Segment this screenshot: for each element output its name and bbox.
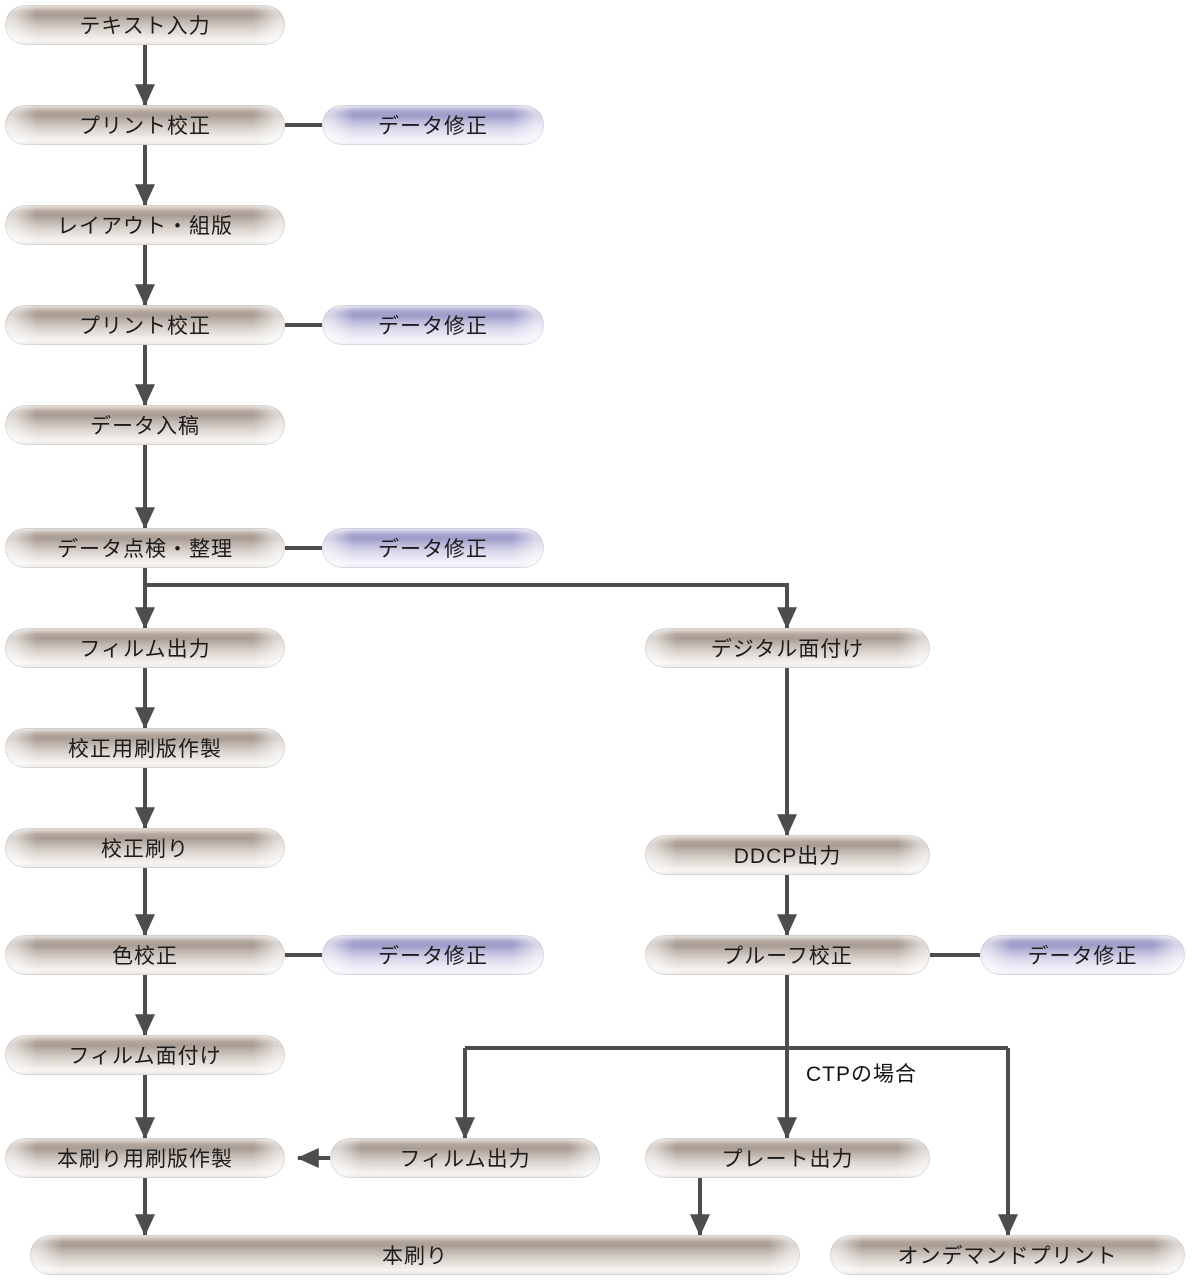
arrow-data-check-to-digital-imposition [145, 583, 797, 630]
node-ddcp-output: DDCP出力 [645, 835, 930, 875]
node-plate-output: プレート出力 [645, 1138, 930, 1178]
node-print-proof-2: プリント校正 [5, 305, 285, 345]
node-digital-imposition: デジタル面付け [645, 628, 930, 668]
branch-line-proof-check [465, 975, 1008, 1050]
node-text-input: テキスト入力 [5, 5, 285, 45]
node-final-plate-making: 本刷り用刷版作製 [5, 1138, 285, 1178]
node-data-fix-2: データ修正 [322, 305, 544, 345]
node-proof-check: プルーフ校正 [645, 935, 930, 975]
node-data-submission: データ入稿 [5, 405, 285, 445]
node-on-demand-print: オンデマンドプリント [830, 1235, 1185, 1275]
node-data-fix-3: データ修正 [322, 528, 544, 568]
node-layout-typesetting: レイアウト・組版 [5, 205, 285, 245]
node-final-printing: 本刷り [30, 1235, 800, 1275]
node-film-output-left: フィルム出力 [5, 628, 285, 668]
node-color-proof: 色校正 [5, 935, 285, 975]
node-data-fix-1: データ修正 [322, 105, 544, 145]
ctp-case-label: CTPの場合 [806, 1063, 917, 1086]
node-data-check: データ点検・整理 [5, 528, 285, 568]
node-film-imposition: フィルム面付け [5, 1035, 285, 1075]
node-proof-printing: 校正刷り [5, 828, 285, 868]
node-data-fix-5: データ修正 [980, 935, 1185, 975]
node-data-fix-4: データ修正 [322, 935, 544, 975]
node-print-proof-1: プリント校正 [5, 105, 285, 145]
node-proof-plate-making: 校正用刷版作製 [5, 728, 285, 768]
node-film-output-center: フィルム出力 [330, 1138, 600, 1178]
